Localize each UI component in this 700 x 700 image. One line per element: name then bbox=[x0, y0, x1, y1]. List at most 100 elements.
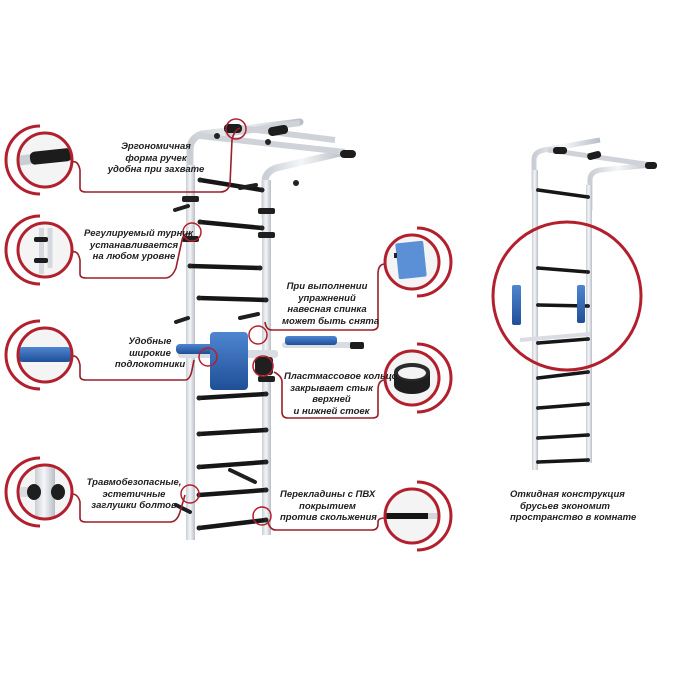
rung bbox=[196, 517, 269, 531]
bolt-cap bbox=[536, 341, 540, 345]
rung bbox=[536, 370, 590, 380]
caption-line: верхней bbox=[312, 394, 351, 405]
bolt-cap bbox=[263, 427, 269, 433]
rung bbox=[196, 427, 269, 437]
caption-line: и нижней стоек bbox=[293, 405, 370, 417]
caption-rungs: Перекладины с ПВХ покрытием против сколь… bbox=[280, 489, 377, 524]
rungs bbox=[187, 177, 269, 531]
grip-handle bbox=[224, 124, 242, 133]
bolt-cap bbox=[259, 225, 265, 231]
bolt-cap bbox=[536, 188, 540, 192]
caption-line: При выполнении bbox=[286, 281, 368, 292]
bolt-cap bbox=[536, 266, 540, 270]
rung bbox=[196, 295, 269, 303]
rung bbox=[187, 263, 263, 271]
caption-line: упражнений bbox=[298, 292, 356, 304]
caption-line: Перекладины с ПВХ bbox=[280, 489, 376, 500]
caption-line: Регулируемый турник bbox=[84, 228, 193, 239]
rung bbox=[536, 402, 590, 410]
rung bbox=[536, 337, 590, 345]
bolt-cap bbox=[536, 303, 540, 307]
bolt-cap bbox=[263, 459, 269, 465]
bolt-cap bbox=[196, 295, 202, 301]
folded-armrest bbox=[577, 285, 585, 323]
bolt-cap bbox=[586, 370, 590, 374]
rung bbox=[536, 433, 590, 440]
caption-ring: Пластмассовое кольцо закрывает стык верх… bbox=[284, 371, 398, 417]
caption-line: Откидная конструкция bbox=[510, 489, 625, 500]
caption-line: Эргономичная bbox=[121, 141, 191, 152]
secondary-rungs bbox=[536, 188, 590, 464]
bolt-cap bbox=[187, 263, 193, 269]
bolt-cap bbox=[586, 402, 590, 406]
bolt-cap bbox=[536, 376, 540, 380]
caption-line: форма ручек bbox=[125, 152, 187, 164]
grip-handle bbox=[268, 124, 289, 137]
caption-line: брусьев экономит bbox=[520, 500, 610, 512]
back-pad bbox=[210, 332, 248, 390]
caption-armrests: Удобные широкие подлокотники bbox=[110, 336, 190, 371]
caption-line: закрывает стык bbox=[290, 382, 373, 394]
bolt-cap bbox=[586, 458, 590, 462]
bolt-cap bbox=[257, 265, 263, 271]
rung bbox=[536, 188, 590, 199]
bolt-cap bbox=[536, 436, 540, 440]
caption-line: покрытием bbox=[299, 500, 356, 512]
caption-line: Травмобезопасные, bbox=[86, 477, 182, 488]
rung bbox=[197, 177, 265, 193]
detail-markers bbox=[180, 118, 274, 526]
bolt-cap bbox=[586, 195, 590, 199]
bolt-cap bbox=[536, 406, 540, 410]
folded-armrest bbox=[512, 285, 521, 325]
caption-line: Удобные bbox=[128, 336, 172, 347]
dip-station bbox=[176, 332, 364, 390]
backrest-pad-icon bbox=[383, 226, 453, 298]
highlight-circle bbox=[491, 220, 643, 372]
caption-line: навесная спинка bbox=[287, 304, 367, 315]
bolt-cap bbox=[263, 297, 269, 303]
caption-line: эстетичные bbox=[102, 488, 166, 500]
caption-foldable: Откидная конструкция брусьев экономит пр… bbox=[510, 489, 636, 524]
caption-handles: Эргономичная форма ручек удобна при захв… bbox=[96, 141, 216, 176]
caption-line: Пластмассовое кольцо bbox=[284, 371, 398, 382]
pvc-rung-icon bbox=[383, 480, 453, 552]
bolt-cap bbox=[259, 187, 265, 193]
caption-caps: Травмобезопасные, эстетичные заглушки бо… bbox=[84, 477, 184, 512]
secondary-wall-bars bbox=[491, 137, 657, 470]
caption-backrest: При выполнении упражнений навесная спинк… bbox=[282, 281, 379, 327]
grip-handle-icon bbox=[4, 124, 74, 196]
caption-line: на любом уровне bbox=[92, 251, 176, 262]
rung bbox=[197, 219, 265, 231]
callout-connectors bbox=[71, 127, 386, 531]
bolt-cap bbox=[197, 219, 203, 225]
rung bbox=[536, 458, 590, 464]
caption-line: против скольжения bbox=[280, 512, 377, 523]
caption-line: удобна при захвате bbox=[107, 164, 205, 175]
caption-line: заглушки болтов bbox=[91, 500, 177, 511]
bolt-cap bbox=[536, 460, 540, 464]
armrest-pad bbox=[285, 336, 337, 345]
bolt-cap bbox=[586, 433, 590, 437]
connector-ring bbox=[255, 357, 273, 375]
armrest-pad-icon bbox=[4, 319, 74, 391]
bolt-cap bbox=[196, 395, 202, 401]
bolt-cap bbox=[263, 487, 269, 493]
grip-handle bbox=[340, 150, 356, 158]
bolt-cap bbox=[263, 391, 269, 397]
bolt-cap bbox=[586, 337, 590, 341]
caption-pullup: Регулируемый турник устанавливается на л… bbox=[84, 228, 193, 263]
bolt-cap bbox=[586, 304, 590, 308]
bolt-cap bbox=[196, 431, 202, 437]
bolt-cap bbox=[196, 525, 202, 531]
caption-line: подлокотники bbox=[114, 359, 186, 370]
plastic-ring-icon bbox=[383, 342, 453, 414]
bolt-cap bbox=[197, 177, 203, 183]
main-wall-bars bbox=[173, 118, 364, 540]
bolt-cap bbox=[263, 517, 269, 523]
rung bbox=[536, 266, 590, 274]
bolt-cap bbox=[586, 270, 590, 274]
bolt-cap bbox=[196, 464, 202, 470]
caption-line: широкие bbox=[129, 347, 171, 359]
rung bbox=[196, 391, 269, 401]
